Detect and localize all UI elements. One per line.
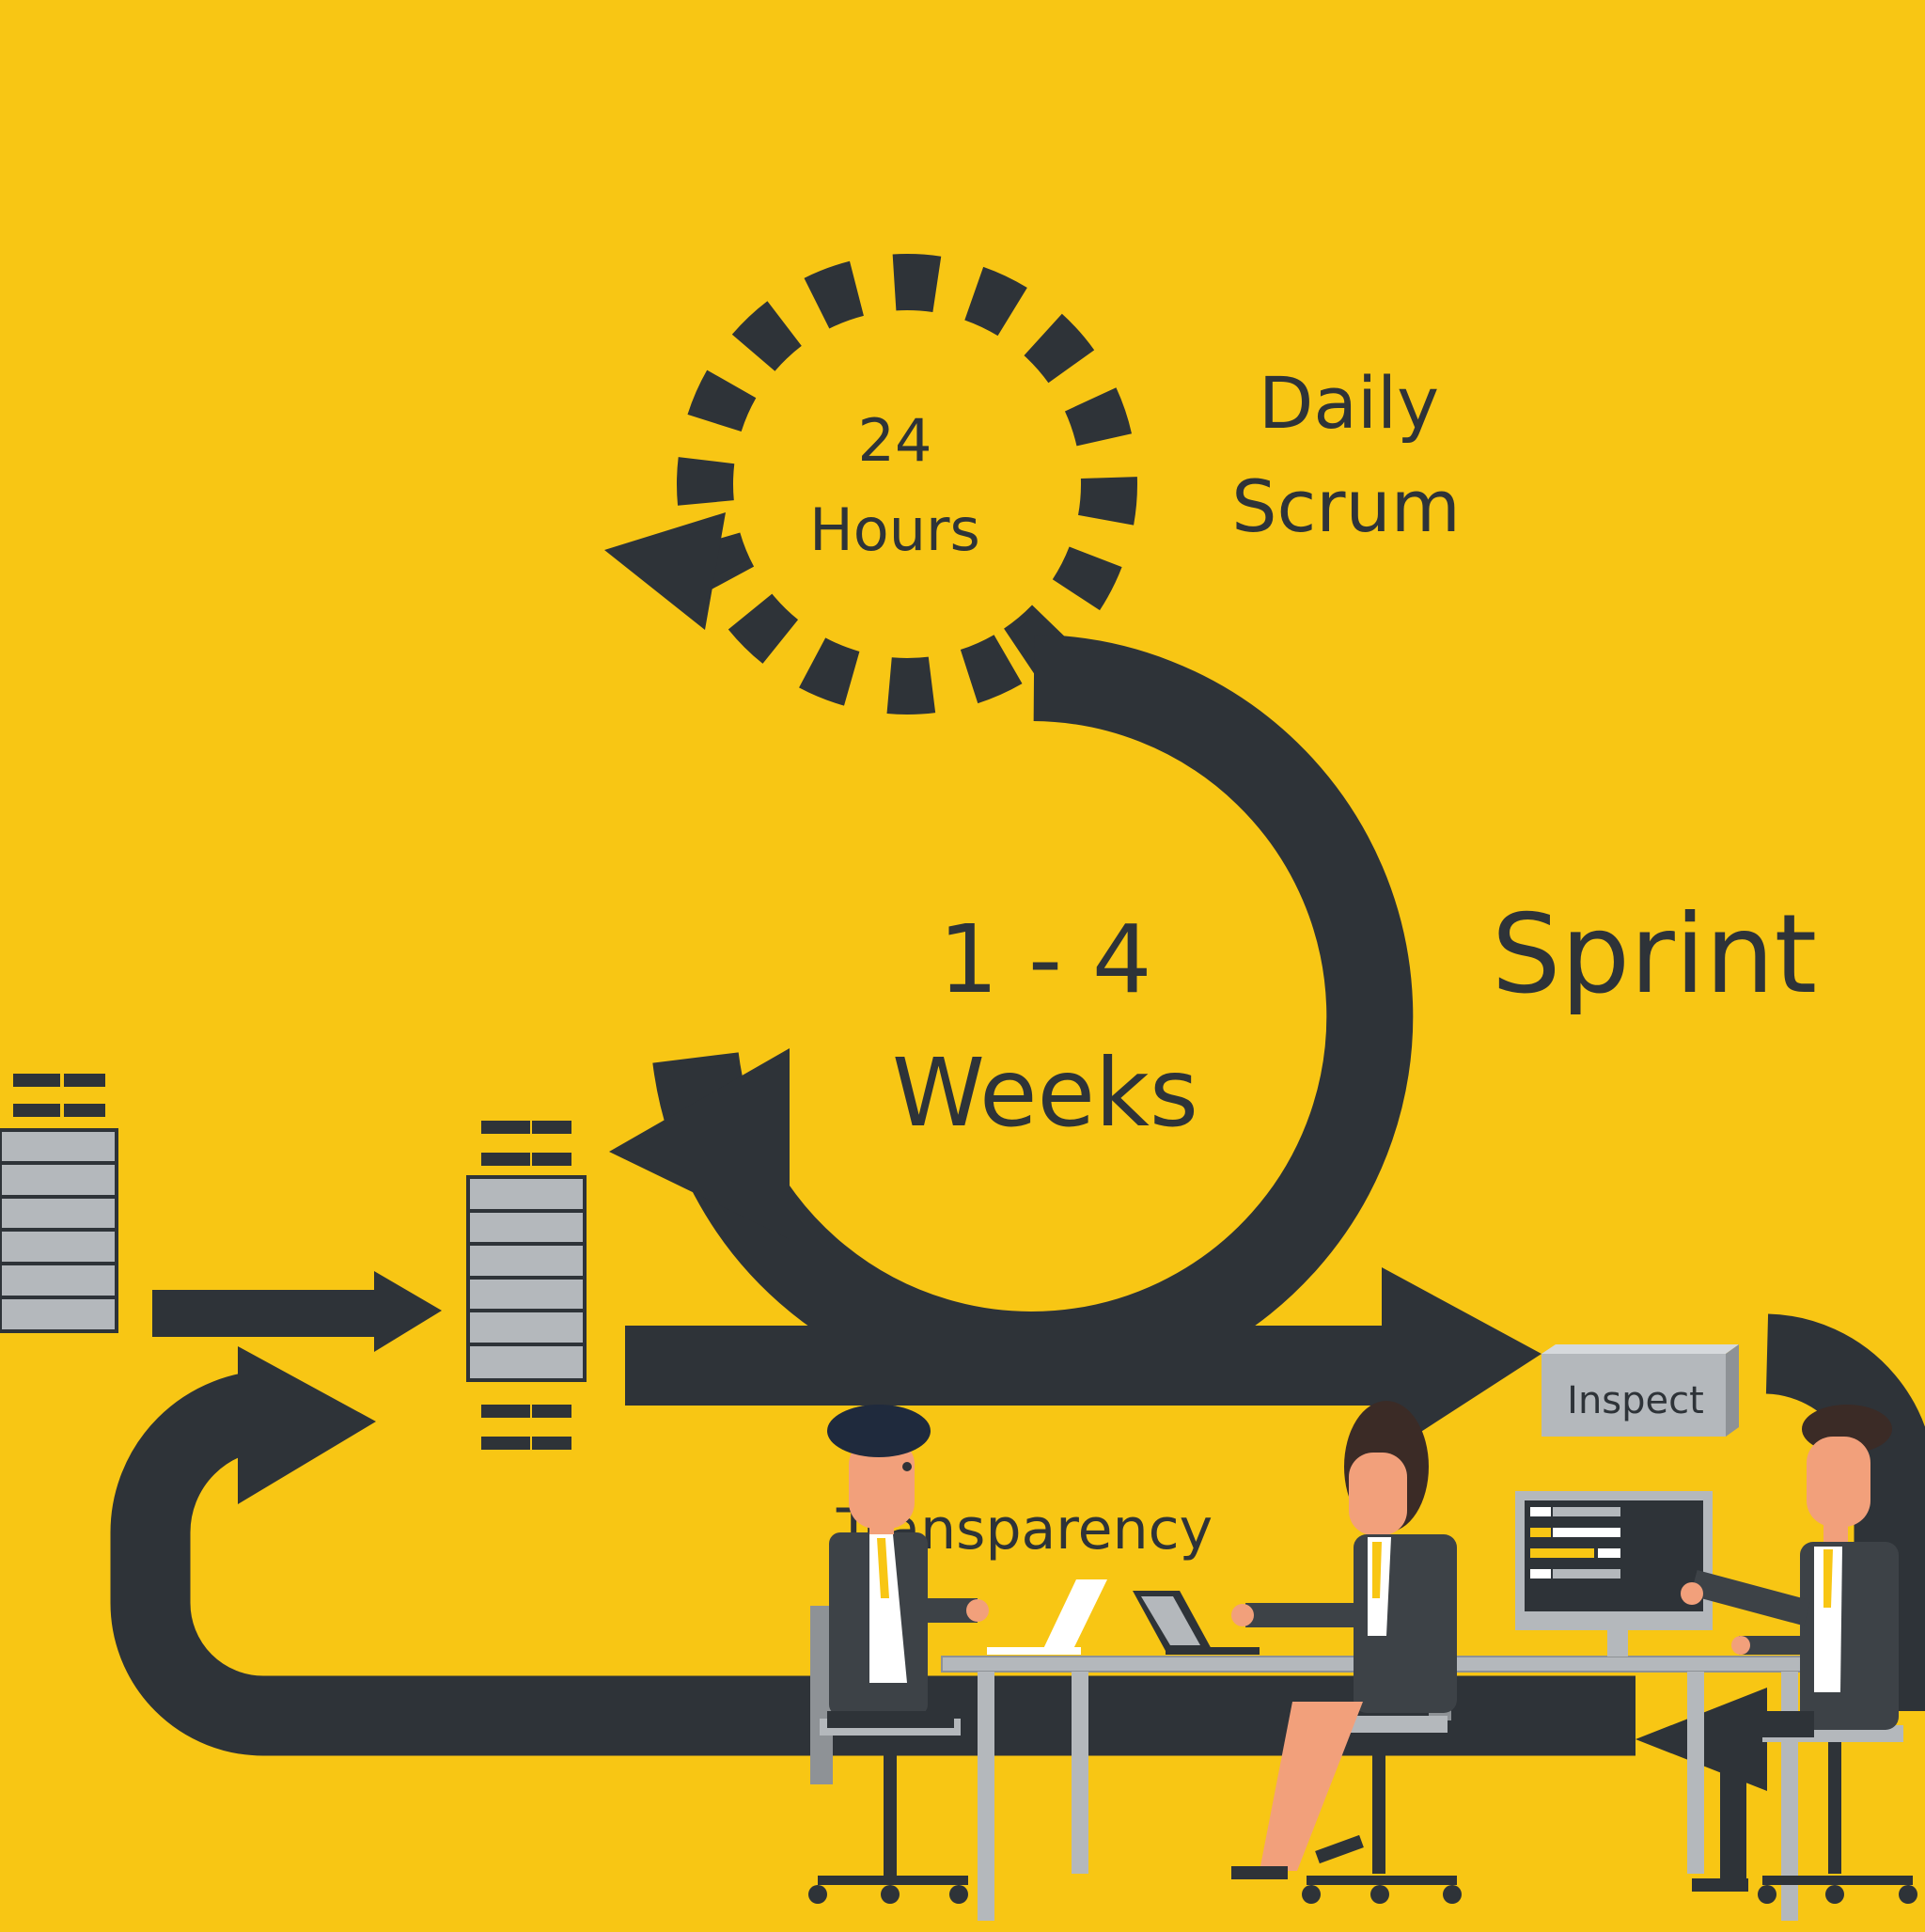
- daily-cycle-arrowhead: [604, 512, 726, 630]
- team-member-left: [808, 1405, 989, 1904]
- team-member-center: [1231, 1401, 1462, 1904]
- sprint-label: Sprint: [1492, 891, 1817, 1018]
- flow-arrow-backlog-to-sprint: [152, 1271, 442, 1352]
- increment-box-icon: [1542, 1344, 1739, 1437]
- sprint-backlog-icon: [466, 1121, 587, 1450]
- flow-arrow-to-increment: [625, 1267, 1542, 1457]
- product-backlog-icon: [0, 1074, 118, 1333]
- computer-monitor-icon: [1515, 1491, 1713, 1657]
- daily-scrum-dashed-cycle: [604, 254, 1137, 715]
- sprint-duration-line2: Weeks: [892, 1038, 1198, 1148]
- daily-scrum-label-line1: Daily: [1259, 361, 1439, 445]
- laptop-icon: [987, 1579, 1107, 1655]
- daily-hours-unit: Hours: [809, 495, 980, 564]
- sprint-cycle-arrowhead: [609, 1048, 790, 1239]
- laptop-icon-2: [1133, 1591, 1260, 1655]
- team-member-right: [1681, 1405, 1917, 1904]
- sprint-cycle-arrow: [609, 635, 1414, 1398]
- daily-hours-number: 24: [858, 406, 932, 475]
- daily-scrum-label-line2: Scrum: [1231, 464, 1460, 548]
- inspect-label: Inspect: [1567, 1379, 1704, 1422]
- sprint-duration-line1: 1 - 4: [939, 904, 1152, 1014]
